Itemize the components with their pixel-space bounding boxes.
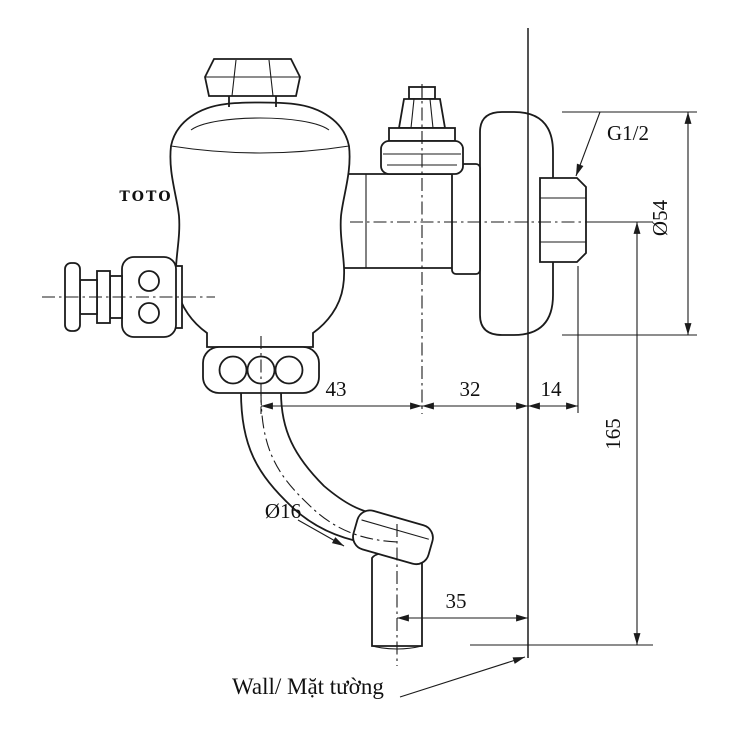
hex-connector (539, 177, 587, 263)
valve-body (169, 101, 351, 348)
leader-wall (399, 656, 526, 698)
leader-d16 (297, 519, 345, 547)
centerlines (42, 84, 598, 666)
dim-32-label: 32 (460, 377, 481, 401)
spout-diameter-label: Ø16 (265, 499, 301, 523)
flange-diameter-label: Ø54 (648, 199, 672, 236)
thread-size-label: G1/2 (607, 121, 649, 145)
dim-165-label: 165 (601, 418, 625, 450)
inlet-pipe (339, 163, 481, 275)
dim-14-label: 14 (541, 377, 563, 401)
leader-g12 (575, 111, 601, 177)
spout-ferrule (352, 509, 434, 566)
hex-cap (204, 58, 301, 107)
extension-lines (470, 111, 697, 646)
brand-logo: TOTO (119, 189, 172, 205)
wall-label: Wall/ Mặt tường (232, 674, 384, 699)
wall-flange (479, 111, 554, 336)
dim-35-label: 35 (446, 589, 467, 613)
dim-43-label: 43 (326, 377, 347, 401)
